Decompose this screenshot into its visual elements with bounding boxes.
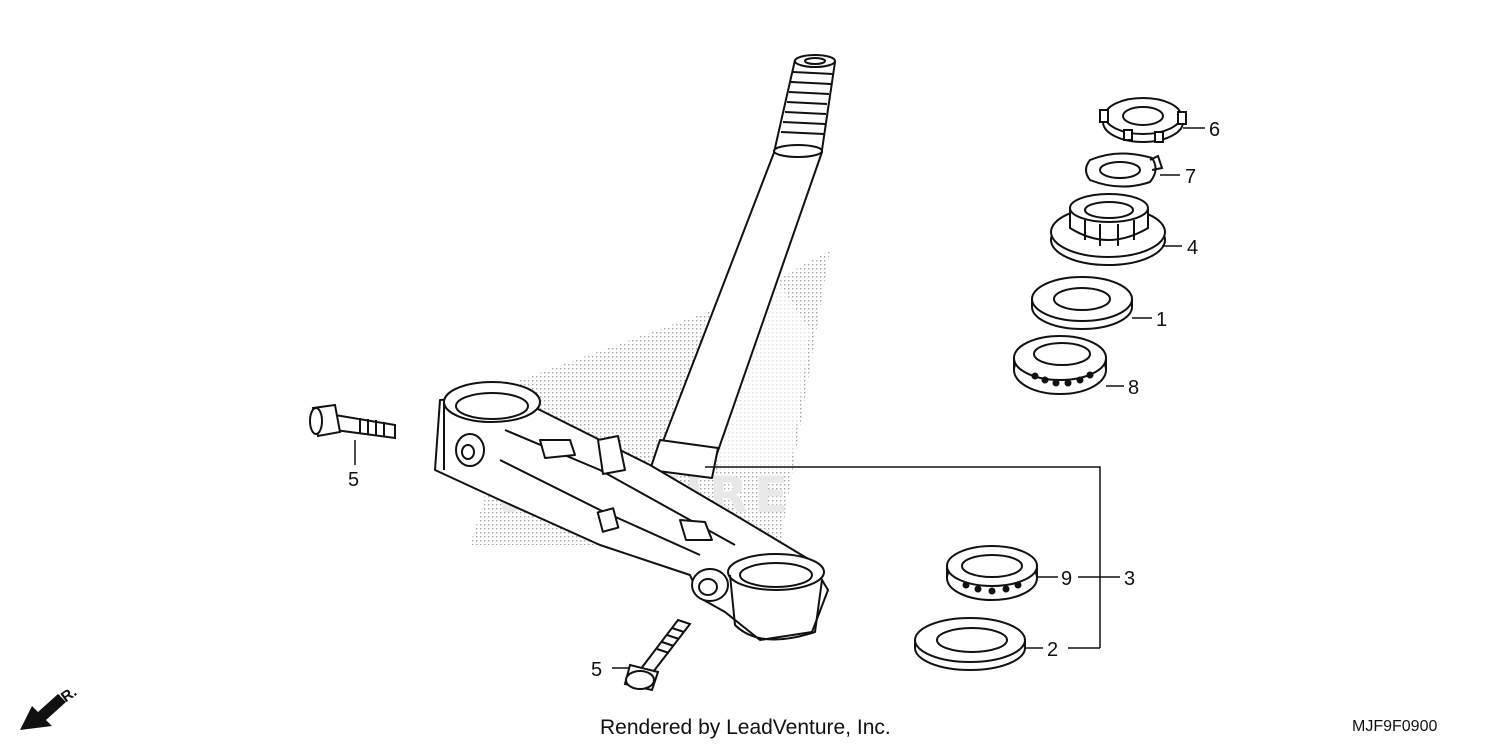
steering-stem-assembly xyxy=(434,54,836,641)
footer: Rendered by LeadVenture, Inc. MJF9F0900 xyxy=(0,716,1500,746)
lower-bearing xyxy=(946,545,1038,601)
callout-3: 3 xyxy=(1124,568,1135,590)
callout-6: 6 xyxy=(1209,119,1220,141)
leader-lines xyxy=(354,127,1205,669)
bolt-upper-left xyxy=(309,403,396,440)
lock-washer xyxy=(1085,152,1164,188)
render-credit: Rendered by LeadVenture, Inc. xyxy=(600,716,891,739)
callout-4: 4 xyxy=(1187,237,1198,259)
callout-9: 9 xyxy=(1061,568,1072,590)
bolt-lower xyxy=(623,618,692,692)
callout-1: 1 xyxy=(1156,309,1167,331)
lock-nut xyxy=(1099,97,1187,143)
adjusting-nut xyxy=(1050,193,1166,266)
callout-8: 8 xyxy=(1128,377,1139,399)
upper-bearing xyxy=(1013,335,1107,395)
callout-5-lower: 5 xyxy=(591,659,602,681)
stem-thread xyxy=(774,54,836,151)
stem-collar xyxy=(649,439,719,479)
lower-dust-seal xyxy=(914,617,1026,671)
callouts: 6 7 4 1 8 9 3 2 5 5 xyxy=(348,119,1220,681)
diagram-code: MJF9F0900 xyxy=(1352,718,1438,735)
callout-2: 2 xyxy=(1047,639,1058,661)
callout-5-upper: 5 xyxy=(348,469,359,491)
dust-seal xyxy=(1031,276,1133,330)
callout-7: 7 xyxy=(1185,166,1196,188)
